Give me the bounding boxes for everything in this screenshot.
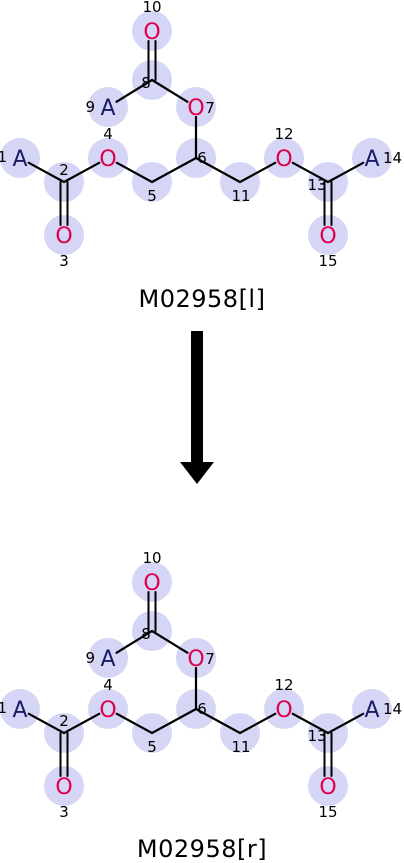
atom-number-9: 9 xyxy=(85,649,95,667)
bond-1-2 xyxy=(27,161,66,184)
bond-8-9 xyxy=(115,78,154,103)
bond-6-11 xyxy=(194,156,242,184)
atom-number-13: 13 xyxy=(307,727,326,745)
bond-11-12 xyxy=(238,712,277,735)
atom-symbol-9: A xyxy=(100,647,115,672)
arrow-head xyxy=(180,462,214,484)
atom-highlight-1 xyxy=(0,689,40,729)
atom-number-1: 1 xyxy=(0,699,7,717)
atom-number-1: 1 xyxy=(0,148,7,166)
atom-number-6: 6 xyxy=(197,149,207,167)
atom-number-11: 11 xyxy=(231,187,250,205)
atom-highlight-4 xyxy=(88,138,128,178)
bond-13-14 xyxy=(326,712,365,735)
atom-number-4: 4 xyxy=(103,125,113,143)
molecule-caption-right: M02958[r] xyxy=(136,835,268,863)
atom-number-3: 3 xyxy=(59,252,69,270)
atom-highlight-15 xyxy=(308,215,348,255)
atom-highlight-10 xyxy=(132,11,172,51)
atom-symbol-12: O xyxy=(275,698,292,723)
bond-12-13 xyxy=(291,161,330,184)
atom-number-2: 2 xyxy=(59,161,69,179)
atom-symbol-14: A xyxy=(364,147,379,172)
atom-number-2: 2 xyxy=(59,712,69,730)
atom-highlight-14 xyxy=(352,689,392,729)
atom-number-12: 12 xyxy=(274,676,293,694)
atom-symbol-4: O xyxy=(99,698,116,723)
atom-symbol-10: O xyxy=(143,571,160,596)
bond-2-4 xyxy=(62,161,101,184)
atom-number-7: 7 xyxy=(205,650,215,668)
atom-highlights xyxy=(0,11,392,255)
atom-number-8: 8 xyxy=(141,74,151,92)
atom-number-13: 13 xyxy=(307,176,326,194)
atom-symbol-12: O xyxy=(275,147,292,172)
atom-symbol-15: O xyxy=(319,775,336,800)
atom-symbol-10: O xyxy=(143,20,160,45)
atom-highlight-12 xyxy=(264,138,304,178)
atom-highlight-1 xyxy=(0,138,40,178)
atom-number-4: 4 xyxy=(103,676,113,694)
bonds xyxy=(27,40,365,226)
atom-highlight-9 xyxy=(88,638,128,678)
atom-number-10: 10 xyxy=(142,0,161,16)
atom-highlight-9 xyxy=(88,87,128,127)
atom-highlight-10 xyxy=(132,562,172,602)
bond-5-6 xyxy=(150,707,198,735)
atom-highlight-4 xyxy=(88,689,128,729)
atom-symbol-3: O xyxy=(55,224,72,249)
atom-highlight-15 xyxy=(308,766,348,806)
bond-2-4 xyxy=(62,712,101,735)
atom-symbol-4: O xyxy=(99,147,116,172)
atom-symbol-9: A xyxy=(100,96,115,121)
atom-highlight-14 xyxy=(352,138,392,178)
bond-7-8 xyxy=(150,629,189,654)
atom-number-3: 3 xyxy=(59,803,69,821)
bond-4-5 xyxy=(115,712,154,735)
atom-symbol-7: O xyxy=(187,96,204,121)
atom-highlight-3 xyxy=(44,215,84,255)
molecule-caption-left: M02958[l] xyxy=(138,285,266,313)
atom-highlight-7 xyxy=(176,638,216,678)
atom-number-6: 6 xyxy=(197,700,207,718)
atom-symbol-3: O xyxy=(55,775,72,800)
atom-symbol-14: A xyxy=(364,698,379,723)
atom-highlight-7 xyxy=(176,87,216,127)
atom-number-14: 14 xyxy=(383,149,402,167)
reaction-arrow xyxy=(180,331,214,484)
atom-number-5: 5 xyxy=(147,738,157,756)
atom-highlight-12 xyxy=(264,689,304,729)
atom-number-10: 10 xyxy=(142,549,161,567)
atom-symbol-7: O xyxy=(187,647,204,672)
bond-12-13 xyxy=(291,712,330,735)
bond-5-6 xyxy=(150,156,198,184)
atom-number-15: 15 xyxy=(318,803,337,821)
atom-symbol-1: A xyxy=(12,698,27,723)
atom-symbol-15: O xyxy=(319,224,336,249)
bonds xyxy=(27,591,365,777)
atom-number-9: 9 xyxy=(85,98,95,116)
bond-1-2 xyxy=(27,712,66,735)
atom-number-7: 7 xyxy=(205,99,215,117)
atom-number-5: 5 xyxy=(147,187,157,205)
bond-13-14 xyxy=(326,161,365,184)
atom-number-12: 12 xyxy=(274,125,293,143)
bond-7-8 xyxy=(150,78,189,103)
bond-4-5 xyxy=(115,161,154,184)
atom-highlight-3 xyxy=(44,766,84,806)
arrow-shaft xyxy=(191,331,203,464)
bond-11-12 xyxy=(238,161,277,184)
atom-symbol-1: A xyxy=(12,147,27,172)
atom-number-11: 11 xyxy=(231,738,250,756)
atom-number-8: 8 xyxy=(141,625,151,643)
atom-number-14: 14 xyxy=(383,700,402,718)
bond-8-9 xyxy=(115,629,154,654)
bond-6-11 xyxy=(194,707,242,735)
atom-number-15: 15 xyxy=(318,252,337,270)
